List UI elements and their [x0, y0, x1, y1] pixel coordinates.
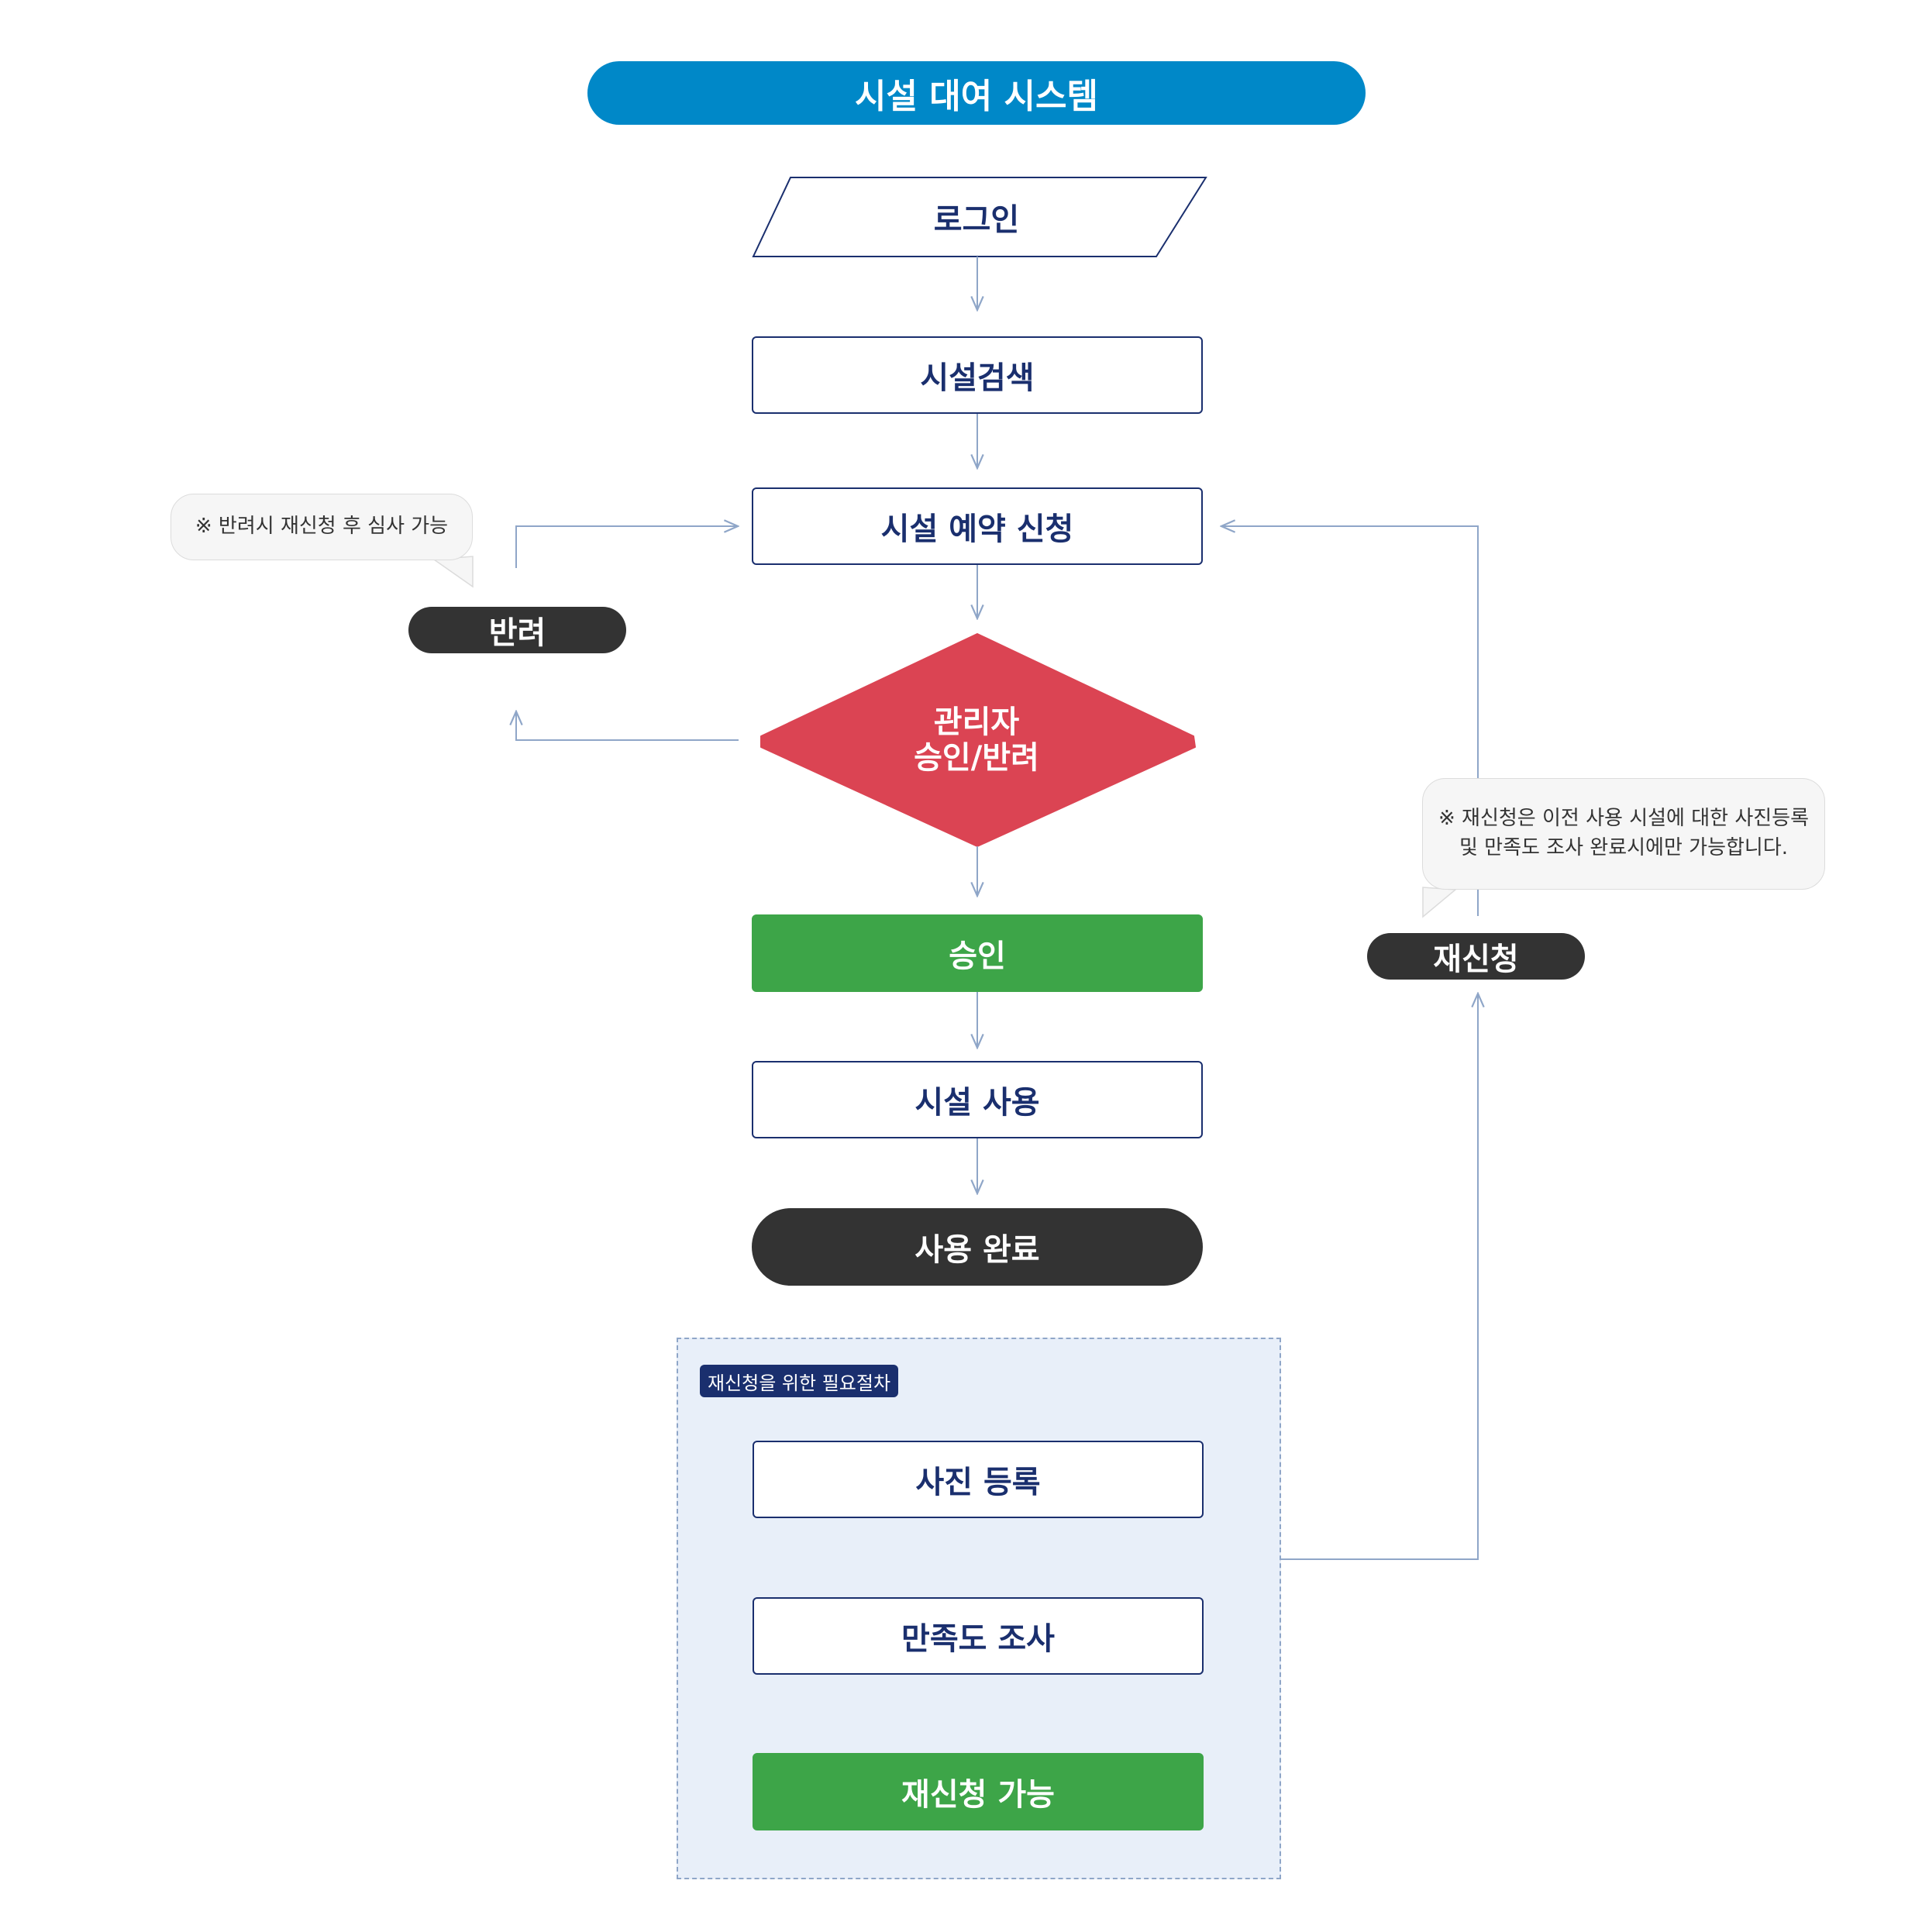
approve-step: 승인	[752, 914, 1203, 992]
reapply-note-line2: 및 만족도 조사 완료시에만 가능합니다.	[1459, 836, 1789, 859]
satisfaction-survey-step: 만족도 조사	[753, 1597, 1204, 1675]
facility-use-step: 시설 사용	[752, 1061, 1203, 1138]
reapply-pill: 재신청	[1367, 933, 1585, 980]
reject-pill: 반려	[408, 607, 626, 653]
reject-note-text: ※ 반려시 재신청 후 심사 가능	[195, 515, 449, 539]
page-title: 시설 대여 시스템	[587, 61, 1366, 125]
login-step: 로그인	[933, 202, 1020, 238]
facility-search-step: 시설검색	[752, 336, 1203, 414]
reapply-note-line1: ※ 재신청은 이전 사용 시설에 대한 사진등록	[1438, 807, 1809, 831]
reject-note: ※ 반려시 재신청 후 심사 가능	[170, 494, 473, 560]
use-complete-step: 사용 완료	[752, 1208, 1203, 1286]
reapply-note-tail	[1422, 887, 1457, 918]
admin-decision: 관리자 승인/반려	[837, 701, 1116, 779]
procedure-tag: 재신청을 위한 필요절차	[700, 1365, 898, 1397]
reapply-possible-step: 재신청 가능	[753, 1753, 1204, 1830]
reject-note-tail	[432, 556, 474, 588]
photo-register-step: 사진 등록	[753, 1441, 1204, 1518]
login-parallelogram	[752, 177, 1207, 257]
reapply-note: ※ 재신청은 이전 사용 시설에 대한 사진등록 및 만족도 조사 완료시에만 …	[1422, 778, 1825, 890]
decision-line2: 승인/반려	[914, 740, 1039, 776]
decision-line1: 관리자	[933, 704, 1020, 740]
reservation-request-step: 시설 예약 신청	[752, 487, 1203, 565]
